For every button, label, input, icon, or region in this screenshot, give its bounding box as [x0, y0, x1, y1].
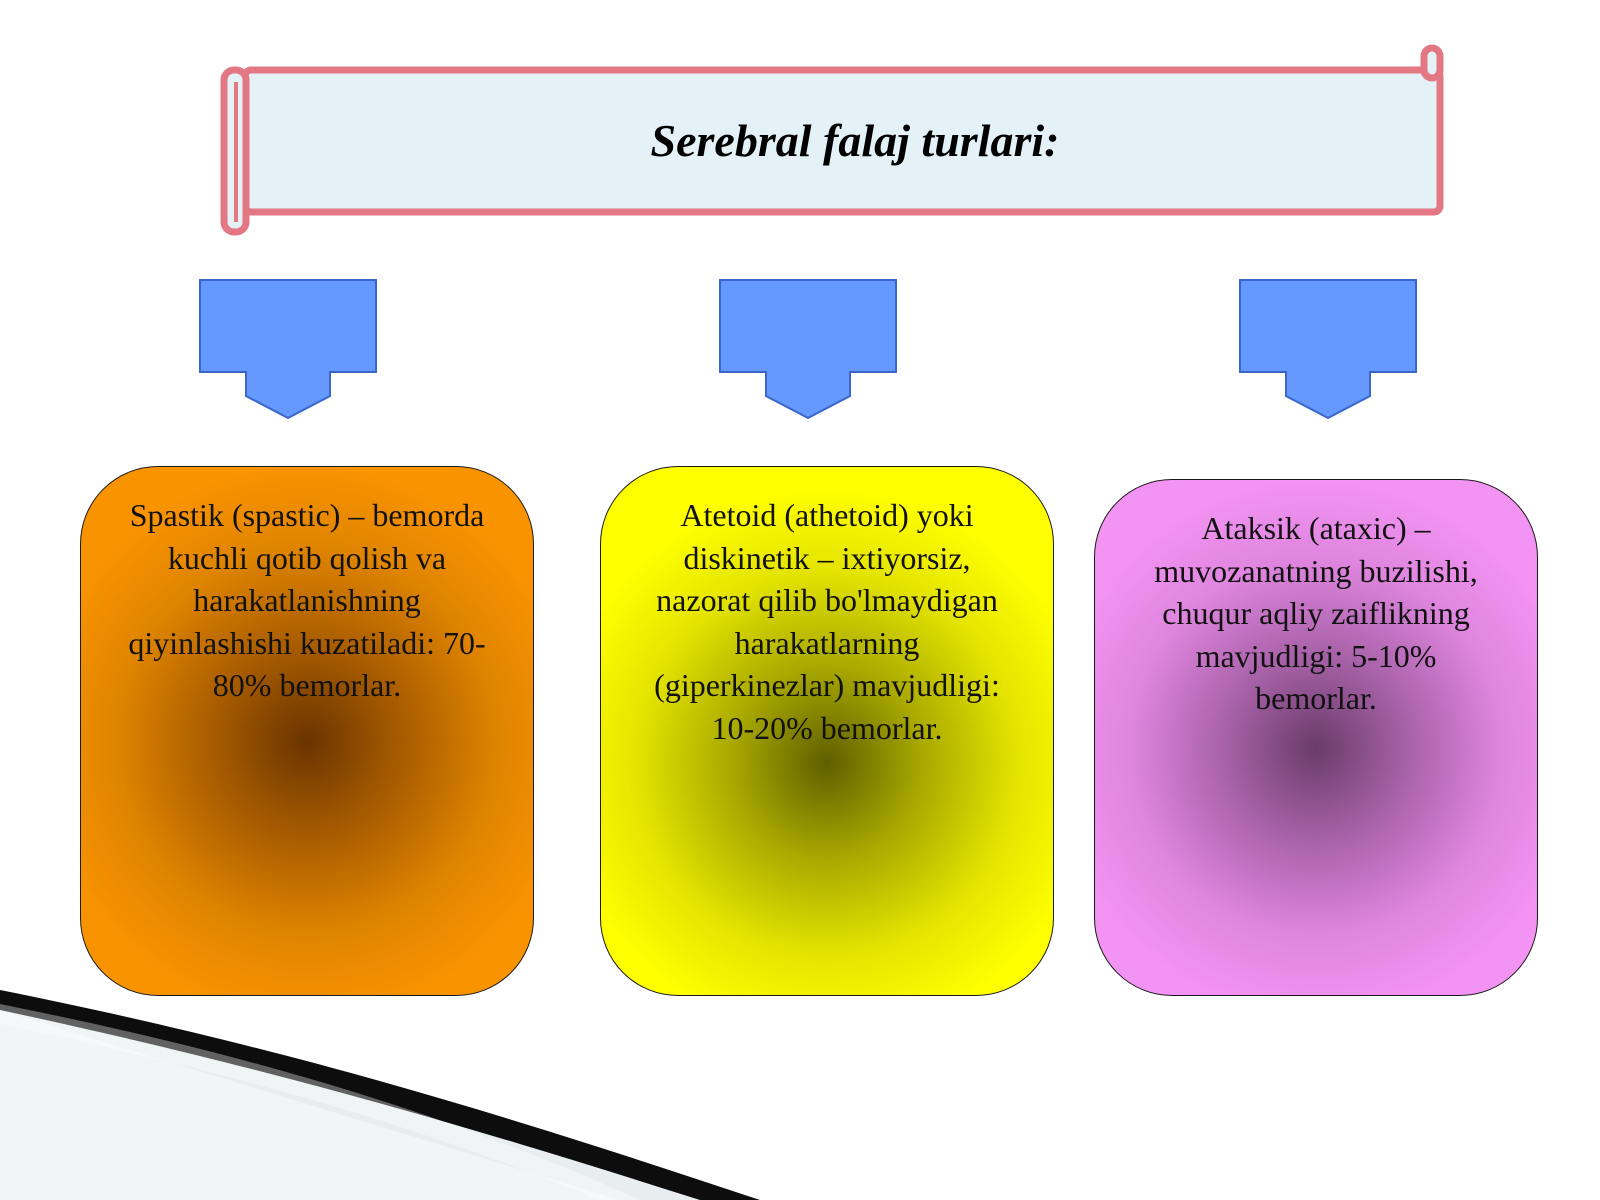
text-line: mavjudligi: 5-10% [1195, 637, 1437, 674]
text-line: (giperkinezlar) mavjudligi: [654, 667, 1000, 703]
type-box-spastic: Spastik (spastic) – bemorda kuchli qotib… [80, 466, 534, 996]
text-line: 80% bemorlar. [212, 667, 402, 703]
text-line: harakatlanishning [193, 582, 421, 618]
text-line: bemorlar. [1255, 680, 1377, 716]
text-line: kuchli qotib qolish va [167, 539, 447, 576]
text-line: Ataksik (ataxic) – [1201, 510, 1431, 546]
type-box-ataxic: Ataksik (ataxic) – muvozanatning buzilis… [1094, 479, 1538, 996]
text-line: Atetoid (athetoid) yoki [680, 497, 974, 533]
text-line: harakatlarning [734, 624, 920, 661]
type-description: Spastik (spastic) – bemorda kuchli qotib… [81, 494, 533, 707]
page-title: Serebral falaj turlari: [650, 114, 1060, 166]
type-box-athetoid: Atetoid (athetoid) yoki diskinetik – ixt… [600, 466, 1054, 996]
text-line: 10-20% bemorlar. [711, 709, 943, 746]
down-arrow-icon [1239, 279, 1417, 420]
text-line: nazorat qilib bo'lmaydigan [656, 582, 998, 618]
text-line: muvozanatning buzilishi, [1154, 552, 1478, 589]
type-description: Ataksik (ataxic) – muvozanatning buzilis… [1095, 507, 1537, 720]
scroll-shape [220, 44, 1444, 236]
text-line: diskinetik – ixtiyorsiz, [683, 539, 971, 576]
text-line: qiyinlashishi kuzatiladi: 70- [128, 624, 486, 661]
down-arrow-icon [719, 279, 897, 420]
type-description: Atetoid (athetoid) yoki diskinetik – ixt… [601, 494, 1053, 749]
down-arrow-icon [199, 279, 377, 420]
text-line: Spastik (spastic) – bemorda [129, 497, 485, 533]
title-banner: Serebral falaj turlari: [220, 42, 1460, 238]
decorative-swoosh [0, 990, 760, 1200]
text-line: chuqur aqliy zaiflikning [1162, 595, 1470, 631]
